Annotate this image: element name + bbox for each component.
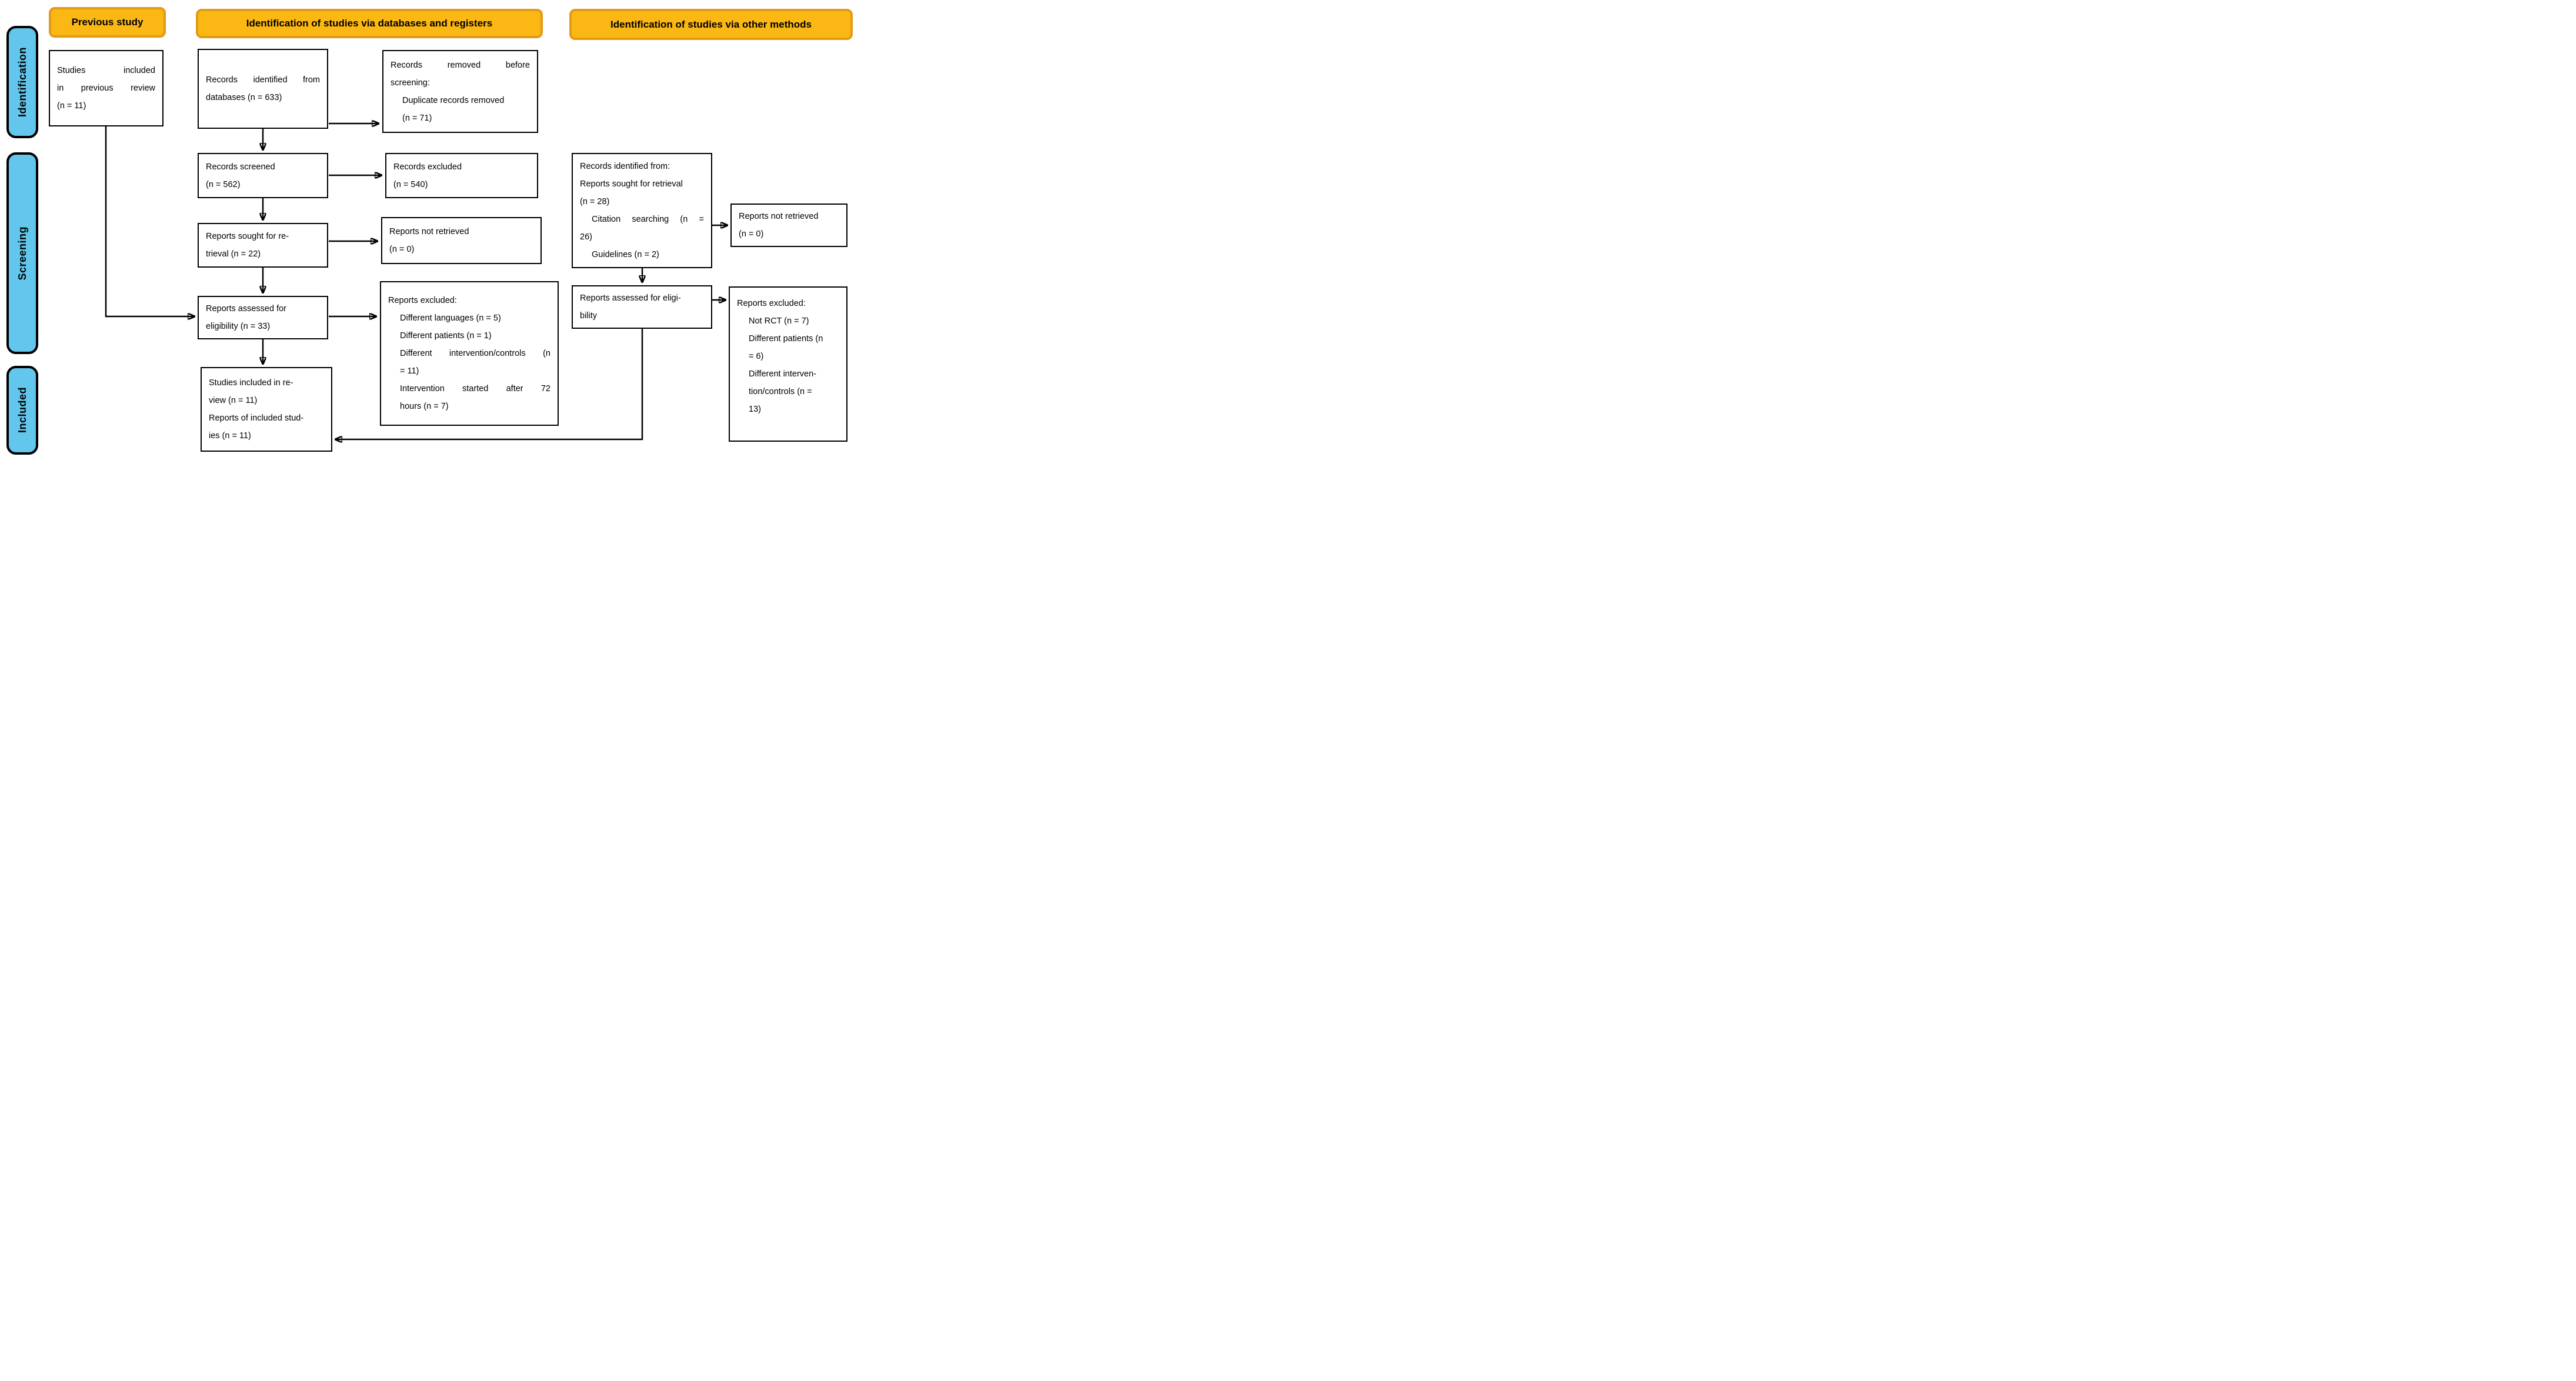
arrow-other-assessed-to-included-icon xyxy=(336,329,643,439)
connector-layer xyxy=(105,0,859,461)
box-reports-not-retrieved-databases: Reports not retrieved(n = 0) xyxy=(381,217,542,264)
box-studies-included-review: Studies included in re-view (n = 11)Repo… xyxy=(201,367,332,452)
header-via-databases: Identification of studies via databases … xyxy=(196,9,543,38)
box-records-excluded: Records excluded(n = 540) xyxy=(385,153,538,198)
box-reports-sought-retrieval: Reports sought for re-trieval (n = 22) xyxy=(198,223,328,268)
stage-label-included-text: Included xyxy=(16,387,28,433)
box-records-identified-other: Records identified from:Reports sought f… xyxy=(572,153,712,268)
prisma-flow-diagram: Identification Screening Included Previo… xyxy=(0,0,859,461)
stage-label-identification-text: Identification xyxy=(16,47,28,117)
header-previous-study: Previous study xyxy=(49,7,166,38)
box-reports-not-retrieved-other: Reports not retrieved(n = 0) xyxy=(730,204,847,247)
header-via-other-methods: Identification of studies via other meth… xyxy=(569,9,853,40)
arrow-previous-to-assessed-icon xyxy=(105,126,194,316)
stage-label-screening-text: Screening xyxy=(16,226,28,281)
box-records-screened: Records screened(n = 562) xyxy=(198,153,328,198)
stage-label-identification: Identification xyxy=(6,26,38,138)
box-reports-assessed-eligibility-other: Reports assessed for eligi-bility xyxy=(572,285,712,329)
stage-label-included: Included xyxy=(6,366,38,455)
stage-label-screening: Screening xyxy=(6,152,38,354)
box-reports-excluded-other: Reports excluded:Not RCT (n = 7)Differen… xyxy=(729,286,847,442)
box-reports-excluded-databases: Reports excluded:Different languages (n … xyxy=(380,281,559,426)
